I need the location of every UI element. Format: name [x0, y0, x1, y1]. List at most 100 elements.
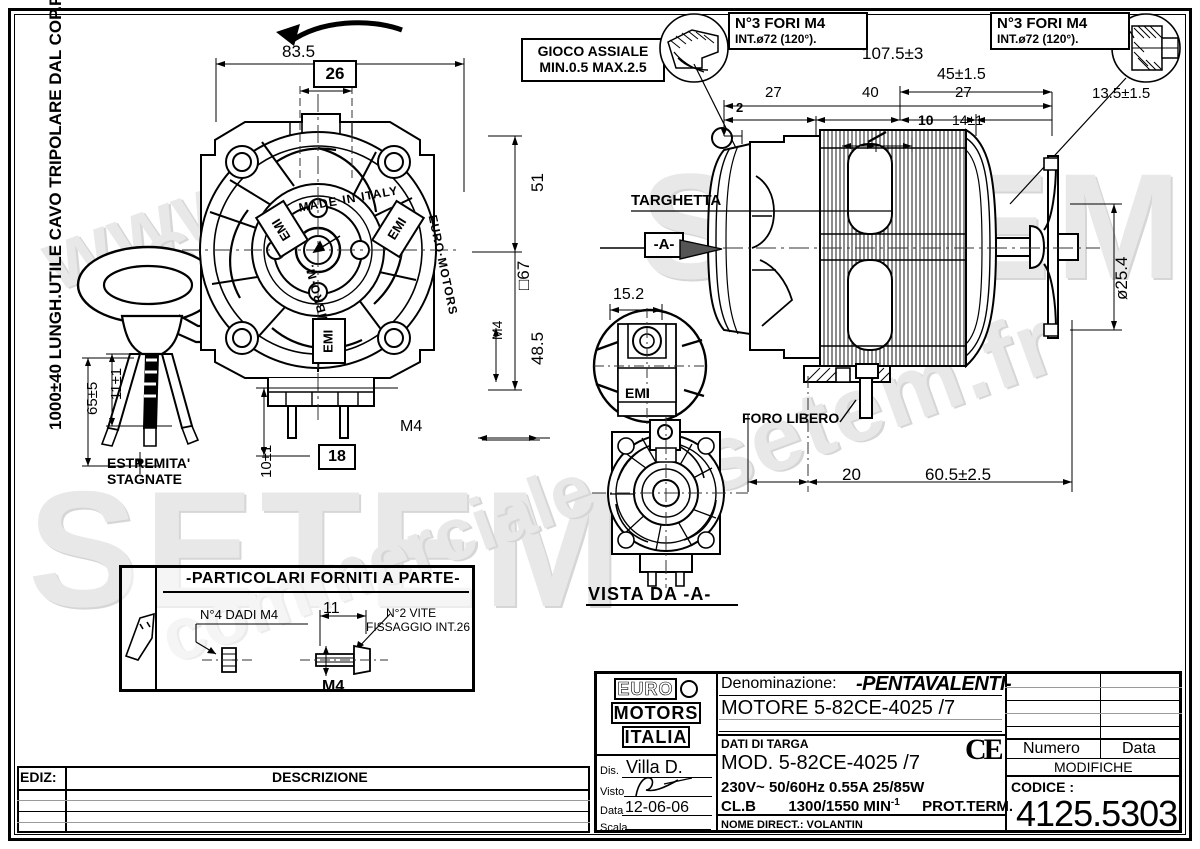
cable-grommet-drawing — [60, 230, 280, 490]
title-block — [594, 671, 1182, 833]
emi-badge-bottom: EMI — [312, 318, 346, 364]
dim-11-lines — [312, 600, 382, 624]
targa-class-b: 1300/1550 MIN — [788, 798, 891, 815]
dim-15-2: 15.2 — [613, 286, 645, 303]
dim-26-label: 26 — [325, 64, 345, 84]
data-underline — [622, 815, 712, 816]
modifiche-row-2 — [1005, 700, 1182, 701]
dim-10-side: 10 — [918, 112, 934, 128]
dim-48-5: 48.5 — [528, 331, 547, 365]
modifiche-row-3 — [1005, 713, 1182, 714]
dim-11: 11±1 — [108, 367, 125, 400]
parts-box-title: -PARTICOLARI FORNITI A PARTE- — [186, 570, 461, 587]
fori-right-line-1: N°3 FORI M4 — [997, 14, 1088, 32]
bottom-view-motor — [596, 422, 776, 592]
descrizione-header: DESCRIZIONE — [272, 769, 368, 785]
dim-2: 2 — [736, 100, 744, 115]
rotation-arrow-icon — [276, 16, 410, 46]
dim-10: 10±1 — [258, 444, 275, 478]
side-view-bottom-dims — [700, 400, 1120, 510]
scala-underline — [625, 829, 711, 830]
title-block-h-direct — [716, 814, 1005, 816]
dim-65: 65±5 — [84, 381, 101, 415]
revision-row-sep-2 — [17, 800, 590, 801]
dim-25-4: ø25.4 — [1112, 256, 1131, 300]
targa-class: CL.B 1300/1550 MIN-1 PROT.TERM. — [721, 797, 1013, 815]
dim-27-right: 27 — [955, 84, 972, 101]
vite-label-1: N°2 VITE — [386, 606, 437, 620]
revision-row-sep-4 — [17, 822, 590, 823]
cable-dimension-lines — [60, 230, 260, 500]
emi-detail-label: EMI — [625, 385, 650, 401]
logo-line-3: ITALIA — [621, 726, 691, 748]
dim-40: 40 — [862, 84, 879, 101]
section-arrow-a-label: -A- — [653, 235, 675, 253]
screw-thread-m4: M4 — [322, 678, 345, 695]
fori-left-line-2: INT.ø72 (120°). — [735, 31, 817, 46]
visto-underline — [624, 796, 712, 797]
dis-underline — [622, 777, 712, 778]
dim-107-5: 107.5±3 — [862, 44, 924, 63]
targa-class-c: PROT.TERM. — [922, 798, 1014, 815]
dim-14: 14±1 — [952, 112, 984, 128]
title-block-v2 — [1005, 671, 1007, 833]
title-block-h-targa — [716, 734, 1005, 736]
scala-label: Scala — [600, 822, 628, 834]
visto-signature — [630, 772, 710, 798]
modifiche-row-1 — [1005, 687, 1182, 688]
parts-box-title-underline — [163, 591, 469, 593]
parts-box-divider — [155, 568, 157, 689]
dadi-m4-label: N°4 DADI M4 — [200, 607, 279, 622]
sheet-border-inner — [14, 14, 1186, 835]
logo-line-2: MOTORS — [610, 702, 702, 724]
foro-libero-label: FORO LIBERO — [742, 410, 840, 426]
nome-direct: NOME DIRECT.: VOLANTIN — [721, 819, 863, 831]
dim-26-box: 26 — [313, 60, 357, 88]
logo-line-1: EURO — [614, 678, 677, 700]
data-header: Data — [1122, 740, 1156, 757]
foro-libero-leader — [840, 396, 880, 428]
numero-header: Numero — [1023, 740, 1080, 757]
motore-underline — [719, 719, 1002, 720]
dadi-m4-leader — [196, 620, 316, 664]
fori-m4-box-left: N°3 FORI M4 INT.ø72 (120°). — [728, 12, 868, 50]
vista-da-a-underline — [586, 604, 738, 606]
targa-mod: MOD. 5-82CE-4025 /7 — [721, 752, 920, 774]
revision-table — [17, 766, 590, 833]
detail-bubble-left — [658, 12, 730, 84]
parts-supplied-box — [119, 565, 475, 692]
m4-thread-dim-lines — [323, 646, 329, 676]
modifiche-title: MODIFICHE — [1054, 759, 1133, 775]
codice-value: 4125.5303 — [1016, 793, 1178, 834]
dim-18-box: 18 — [318, 444, 356, 470]
estremita-label-2: STAGNATE — [107, 471, 182, 487]
company-logo: EURO MOTORS ITALIA — [600, 675, 712, 751]
title-block-h-logo — [594, 754, 716, 756]
side-view-dimension-lines — [721, 40, 1120, 150]
dim-20: 20 — [842, 465, 861, 484]
visto-label: Visto — [600, 786, 625, 798]
fori-m4-box-right: N°3 FORI M4 INT.ø72 (120°). — [990, 12, 1130, 50]
dim-60-5: 60.5±2.5 — [925, 465, 992, 484]
ediz-header: EDIZ: — [20, 769, 57, 785]
emi-detail-circle — [592, 306, 712, 430]
targa-class-exp: -1 — [890, 797, 900, 808]
front-view-dimension-lines — [190, 40, 530, 460]
title-block-h-codice — [1005, 775, 1182, 777]
nut-icon — [216, 642, 242, 676]
dim-m4-bottom: M4 — [400, 418, 423, 435]
revision-row-sep-3 — [17, 811, 590, 812]
dim-13-5: 13.5±1.5 — [1092, 85, 1151, 102]
vite-label-2: FISSAGGIO INT.26 — [366, 620, 471, 634]
dim-18-label: 18 — [328, 448, 346, 466]
denominazione-label: Denominazione: — [721, 675, 837, 692]
title-block-v1 — [716, 671, 718, 833]
dim-51: 51 — [528, 173, 547, 192]
dim-45: 45±1.5 — [937, 66, 986, 83]
codice-label: CODICE : — [1011, 779, 1074, 795]
dim-11-screw: 11 — [323, 600, 340, 617]
dim-83-5: 83.5 — [282, 42, 316, 61]
section-arrow-a-icon — [600, 238, 730, 262]
dis-value: Villa D. — [626, 757, 683, 777]
